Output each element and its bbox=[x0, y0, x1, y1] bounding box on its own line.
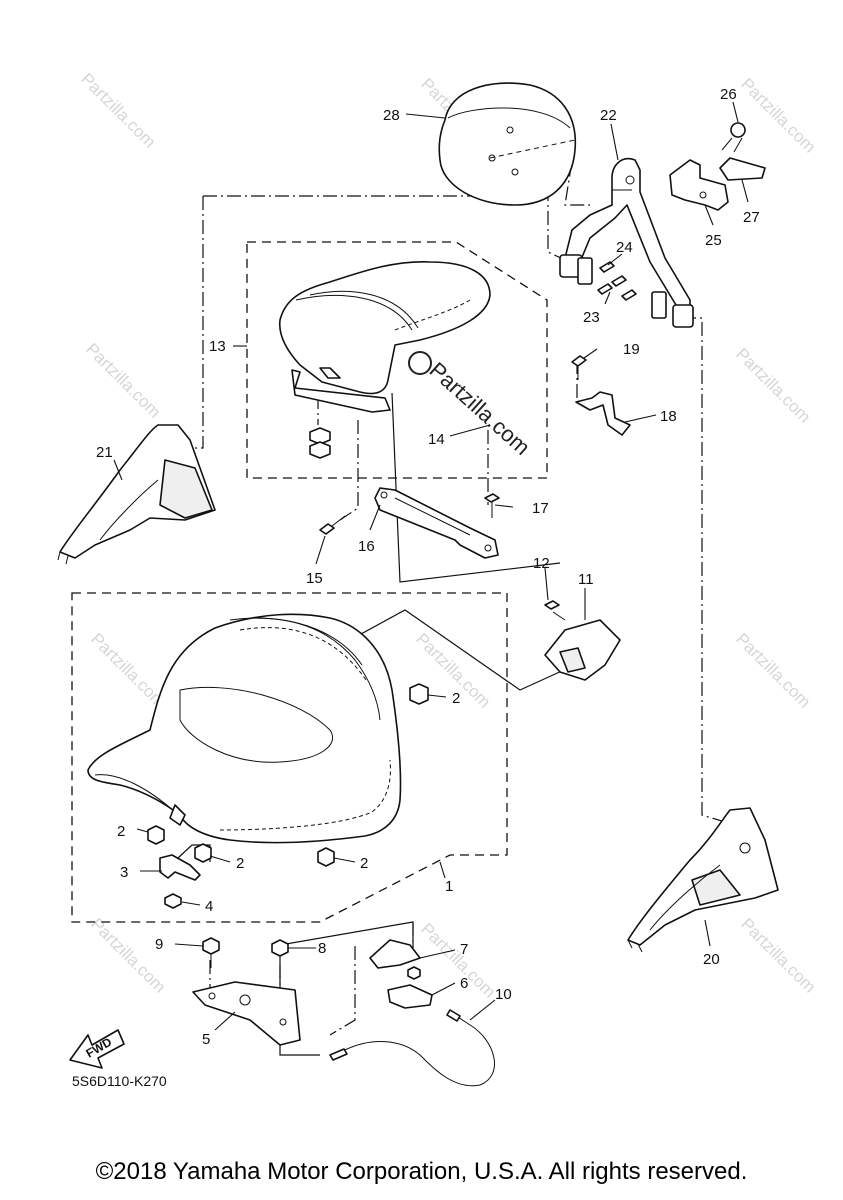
mount-line bbox=[391, 392, 561, 583]
callout-8: 8 bbox=[318, 940, 326, 957]
callout-22: 22 bbox=[600, 107, 617, 124]
callout-labels: 28 22 26 27 25 24 23 13 19 18 14 21 17 1… bbox=[96, 86, 760, 1048]
fwd-arrow-icon: FWD bbox=[69, 1029, 125, 1069]
seat-lock-bracket bbox=[544, 600, 621, 681]
callout-18: 18 bbox=[660, 408, 677, 425]
assembly-line bbox=[682, 317, 736, 826]
callout-2c: 2 bbox=[236, 855, 244, 872]
watermark: Partzilla.com bbox=[737, 914, 819, 996]
seat-lock-catch bbox=[369, 939, 433, 1009]
passenger-seat-group-outline bbox=[246, 241, 548, 479]
callout-15: 15 bbox=[306, 570, 323, 587]
callout-13: 13 bbox=[209, 338, 226, 355]
watermark: Partzilla.com bbox=[732, 629, 814, 711]
backrest-pad bbox=[438, 82, 577, 206]
bracket-bolts bbox=[319, 493, 500, 535]
callout-28: 28 bbox=[383, 107, 400, 124]
callout-16: 16 bbox=[358, 538, 375, 555]
seat-lock-cable bbox=[329, 1009, 495, 1087]
mount-line bbox=[349, 609, 576, 691]
leader-lines bbox=[113, 101, 749, 1031]
watermark: Partzilla.com bbox=[82, 339, 164, 421]
rider-seat bbox=[87, 613, 402, 844]
watermark: Partzilla.com bbox=[417, 919, 499, 1001]
callout-2a: 2 bbox=[452, 690, 460, 707]
passenger-seat bbox=[278, 260, 491, 413]
watermark: Partzilla.com bbox=[77, 69, 159, 151]
watermark: Partzilla.com bbox=[737, 74, 819, 156]
callout-26: 26 bbox=[720, 86, 737, 103]
callout-20: 20 bbox=[703, 951, 720, 968]
passenger-seat-fasteners bbox=[309, 427, 331, 459]
diagram-code: 5S6D110-K270 bbox=[72, 1073, 167, 1089]
assembly-line bbox=[178, 196, 204, 449]
callout-14: 14 bbox=[428, 431, 445, 448]
callout-21: 21 bbox=[96, 444, 113, 461]
callout-9: 9 bbox=[155, 936, 163, 953]
callout-12: 12 bbox=[533, 555, 550, 572]
callout-7: 7 bbox=[460, 941, 468, 958]
seat-front-bracket bbox=[159, 854, 201, 909]
callout-24: 24 bbox=[616, 239, 633, 256]
callout-10: 10 bbox=[495, 986, 512, 1003]
assembly-line bbox=[203, 195, 566, 261]
callout-2d: 2 bbox=[360, 855, 368, 872]
seat-bracket bbox=[374, 487, 499, 559]
callout-27: 27 bbox=[743, 209, 760, 226]
backrest-bolts-and-plates bbox=[577, 257, 667, 319]
watermark: Partzilla.com bbox=[87, 914, 169, 996]
copyright-footer: ©2018 Yamaha Motor Corporation, U.S.A. A… bbox=[95, 1158, 748, 1185]
callout-1: 1 bbox=[445, 878, 453, 895]
callout-4: 4 bbox=[205, 898, 213, 915]
base-plate-fasteners bbox=[202, 937, 289, 968]
seat-grommets bbox=[147, 683, 429, 867]
assembly-line bbox=[329, 946, 356, 1036]
backrest-clamp bbox=[669, 122, 766, 211]
callout-19: 19 bbox=[623, 341, 640, 358]
rider-seat-group-outline bbox=[71, 592, 508, 923]
callout-11: 11 bbox=[578, 571, 594, 588]
seat-base-plate bbox=[192, 981, 301, 1046]
callout-25: 25 bbox=[705, 232, 722, 249]
grab-bracket bbox=[571, 355, 631, 436]
callout-23: 23 bbox=[583, 309, 600, 326]
callout-17: 17 bbox=[532, 500, 549, 517]
left-side-cover bbox=[57, 424, 216, 565]
watermark: Partzilla.com bbox=[732, 344, 814, 426]
watermark: Partzilla.com bbox=[87, 629, 169, 711]
callout-3: 3 bbox=[120, 864, 128, 881]
assembly-line bbox=[339, 420, 359, 521]
right-side-cover bbox=[627, 807, 779, 953]
backrest-bar bbox=[559, 158, 694, 328]
callout-6: 6 bbox=[460, 975, 468, 992]
callout-5: 5 bbox=[202, 1031, 210, 1048]
callout-2b: 2 bbox=[117, 823, 125, 840]
